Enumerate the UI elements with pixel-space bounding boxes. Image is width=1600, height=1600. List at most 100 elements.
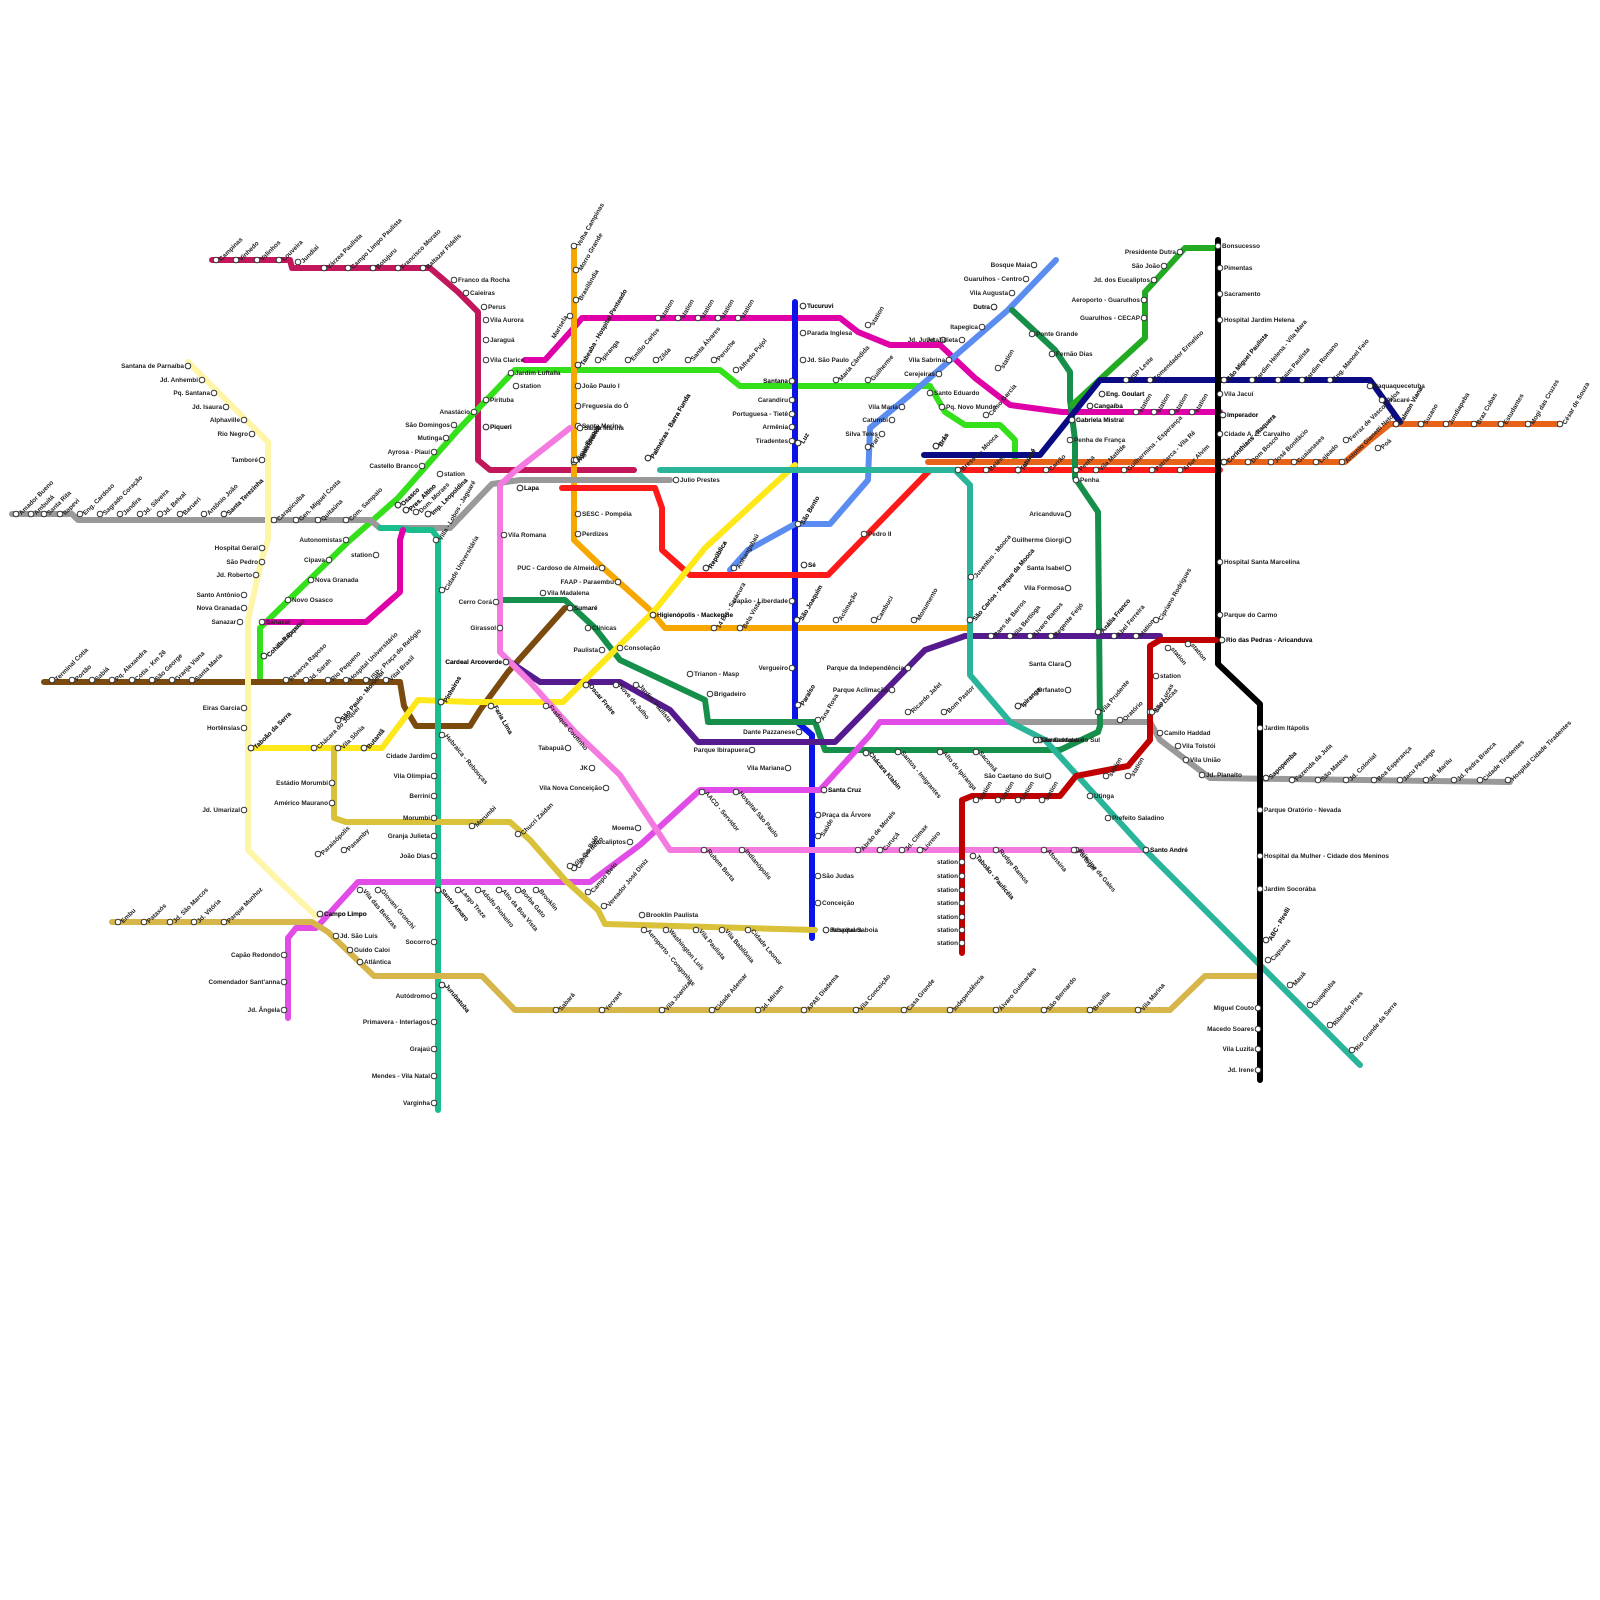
station-marker-sacramento[interactable] xyxy=(1216,290,1224,298)
station-marker-jd-dos-eucaliptos[interactable] xyxy=(1150,276,1158,284)
station-marker-santa-maria[interactable] xyxy=(188,676,196,684)
station-marker-clinicas[interactable] xyxy=(584,624,592,632)
station-marker-abc-pirelli[interactable] xyxy=(1262,936,1270,944)
station-marker-rubem-berta[interactable] xyxy=(700,846,708,854)
station-marker-silva-teles[interactable] xyxy=(878,430,886,438)
station-marker-sao-judas[interactable] xyxy=(814,872,822,880)
station-marker-amador-bueno[interactable] xyxy=(12,510,20,518)
station-marker-itaim-paulista[interactable] xyxy=(1274,376,1282,384)
station-marker-santa-isabel[interactable] xyxy=(1064,564,1072,572)
station-marker-gabriela-mistral[interactable] xyxy=(1068,416,1076,424)
station-marker-sacoma[interactable] xyxy=(972,748,980,756)
station-marker-jardim-luftalla[interactable] xyxy=(507,369,515,377)
station-marker-jardim-helena-vila-mara[interactable] xyxy=(1248,376,1256,384)
station-marker-marisela[interactable] xyxy=(566,312,574,320)
station-marker-campo-limpo-paulista[interactable] xyxy=(344,264,352,272)
station-marker-brasilia[interactable] xyxy=(1086,1006,1094,1014)
station-marker-jd-planalto[interactable] xyxy=(1198,771,1206,779)
station-marker-estudantes[interactable] xyxy=(1497,420,1505,428)
station-marker-braz-cubas[interactable] xyxy=(1470,420,1478,428)
station-marker-abel-ferreira[interactable] xyxy=(1110,632,1118,640)
station-marker-calmon-viana[interactable] xyxy=(1392,420,1400,428)
station-marker-brasilandia[interactable] xyxy=(572,296,580,304)
station-marker-tambore[interactable] xyxy=(258,456,266,464)
station-marker-jd-climax[interactable] xyxy=(898,846,906,854)
station-marker-belem[interactable] xyxy=(982,466,990,474)
station-marker-capuava[interactable] xyxy=(1264,956,1272,964)
station-marker-artur-alvim[interactable] xyxy=(1176,466,1184,474)
station-marker-julio-prestes[interactable] xyxy=(672,476,680,484)
station-marker-brigadeiro[interactable] xyxy=(706,690,714,698)
station-marker-ribeirao-pires[interactable] xyxy=(1326,1021,1334,1029)
station-marker-sabara[interactable] xyxy=(552,1006,560,1014)
station-marker-boa-esperanca[interactable] xyxy=(1370,776,1378,784)
station-marker-peruche[interactable] xyxy=(710,356,718,364)
station-marker-paraiso[interactable] xyxy=(794,701,802,709)
station-marker-santo-andre[interactable] xyxy=(1142,846,1150,854)
station-marker-morumbi[interactable] xyxy=(468,822,476,830)
station-marker-hebraica-reboucas[interactable] xyxy=(438,731,446,739)
station-marker-antonio-gianetti-neto[interactable] xyxy=(1338,458,1346,466)
station-marker-pirituba[interactable] xyxy=(482,396,490,404)
station-marker-hospital-saboia[interactable] xyxy=(822,926,830,934)
station-marker-paraisopolis[interactable] xyxy=(314,850,322,858)
station-marker-lajeado[interactable] xyxy=(1312,458,1320,466)
station-marker-station[interactable] xyxy=(734,314,742,322)
station-marker-paes-de-barros[interactable] xyxy=(987,632,995,640)
station-marker-ferraz-de-vasconcelos[interactable] xyxy=(1342,436,1350,444)
station-marker-pedro-ii[interactable] xyxy=(860,530,868,538)
station-marker-americo-maurano[interactable] xyxy=(328,799,336,807)
station-marker-parque-ibirapuera[interactable] xyxy=(748,746,756,754)
station-marker-parque-oratorio-nevada[interactable] xyxy=(1256,806,1264,814)
station-marker-hospital-geral[interactable] xyxy=(258,544,266,552)
station-marker-nova-granada[interactable] xyxy=(307,576,315,584)
station-marker-vila-das-belezas[interactable] xyxy=(356,886,364,894)
station-marker-nove-de-julho[interactable] xyxy=(612,681,620,689)
station-marker-vila-madalena[interactable] xyxy=(539,589,547,597)
station-marker-faap-paraembu[interactable] xyxy=(614,578,622,586)
station-marker-catumbi[interactable] xyxy=(888,416,896,424)
station-marker-indianopolis[interactable] xyxy=(738,846,746,854)
station-marker-bonsucesso[interactable] xyxy=(1214,242,1222,250)
station-marker-aeroporto-guarulhos[interactable] xyxy=(1140,296,1148,304)
station-marker-eucaliptos[interactable] xyxy=(626,838,634,846)
station-marker-sapopemba[interactable] xyxy=(1262,774,1270,782)
station-marker-sao-joao[interactable] xyxy=(1160,262,1168,270)
station-marker-guilherme-giorgi[interactable] xyxy=(1064,536,1072,544)
station-marker-campo-belo[interactable] xyxy=(584,888,592,896)
station-marker-guarulhos-centro[interactable] xyxy=(1022,275,1030,283)
station-marker-sao-domingos[interactable] xyxy=(450,421,458,429)
station-marker-vereador-jose-diniz[interactable] xyxy=(600,902,608,910)
station-marker-station[interactable] xyxy=(958,926,966,934)
station-marker-taboao-da-serra[interactable] xyxy=(247,744,255,752)
station-marker-jd-umarizal[interactable] xyxy=(240,806,248,814)
station-marker-dante-pazzanese[interactable] xyxy=(795,728,803,736)
station-marker-celso-garcia[interactable] xyxy=(982,411,990,419)
station-marker-pinheiros[interactable] xyxy=(437,698,445,706)
station-marker-portao[interactable] xyxy=(68,676,76,684)
station-marker-dutra[interactable] xyxy=(990,303,998,311)
station-marker-santa-rita[interactable] xyxy=(40,510,48,518)
station-marker-santo-eduardo[interactable] xyxy=(926,389,934,397)
station-marker-carapicuiba[interactable] xyxy=(270,516,278,524)
station-marker-imp-leopoldina[interactable] xyxy=(424,510,432,518)
station-marker-station[interactable] xyxy=(958,886,966,894)
station-marker-washington-luis[interactable] xyxy=(662,926,670,934)
station-marker-hospital-cidade-tiradentes[interactable] xyxy=(1504,776,1512,784)
station-marker-girassol[interactable] xyxy=(496,624,504,632)
station-marker-vital-brasil[interactable] xyxy=(382,676,390,684)
station-marker-jacu-pessego[interactable] xyxy=(1396,776,1404,784)
station-marker-ipiranga[interactable] xyxy=(594,356,602,364)
station-marker-vila-augusta[interactable] xyxy=(1008,289,1016,297)
station-marker-chucri-zaidan[interactable] xyxy=(514,830,522,838)
station-marker-valinhos[interactable] xyxy=(253,256,261,264)
station-marker-jose-bonifacio[interactable] xyxy=(1267,458,1275,466)
station-marker-14-bis-saracura[interactable] xyxy=(710,624,718,632)
station-marker-guarulhos-cecap[interactable] xyxy=(1140,314,1148,322)
station-marker-francisco-morato[interactable] xyxy=(394,264,402,272)
station-marker-station[interactable] xyxy=(864,321,872,329)
station-marker-fernao-dias[interactable] xyxy=(1048,350,1056,358)
station-marker-dom-bosco[interactable] xyxy=(1244,458,1252,466)
station-marker-guaianases[interactable] xyxy=(1290,458,1298,466)
station-marker-carrao[interactable] xyxy=(1042,466,1050,474)
